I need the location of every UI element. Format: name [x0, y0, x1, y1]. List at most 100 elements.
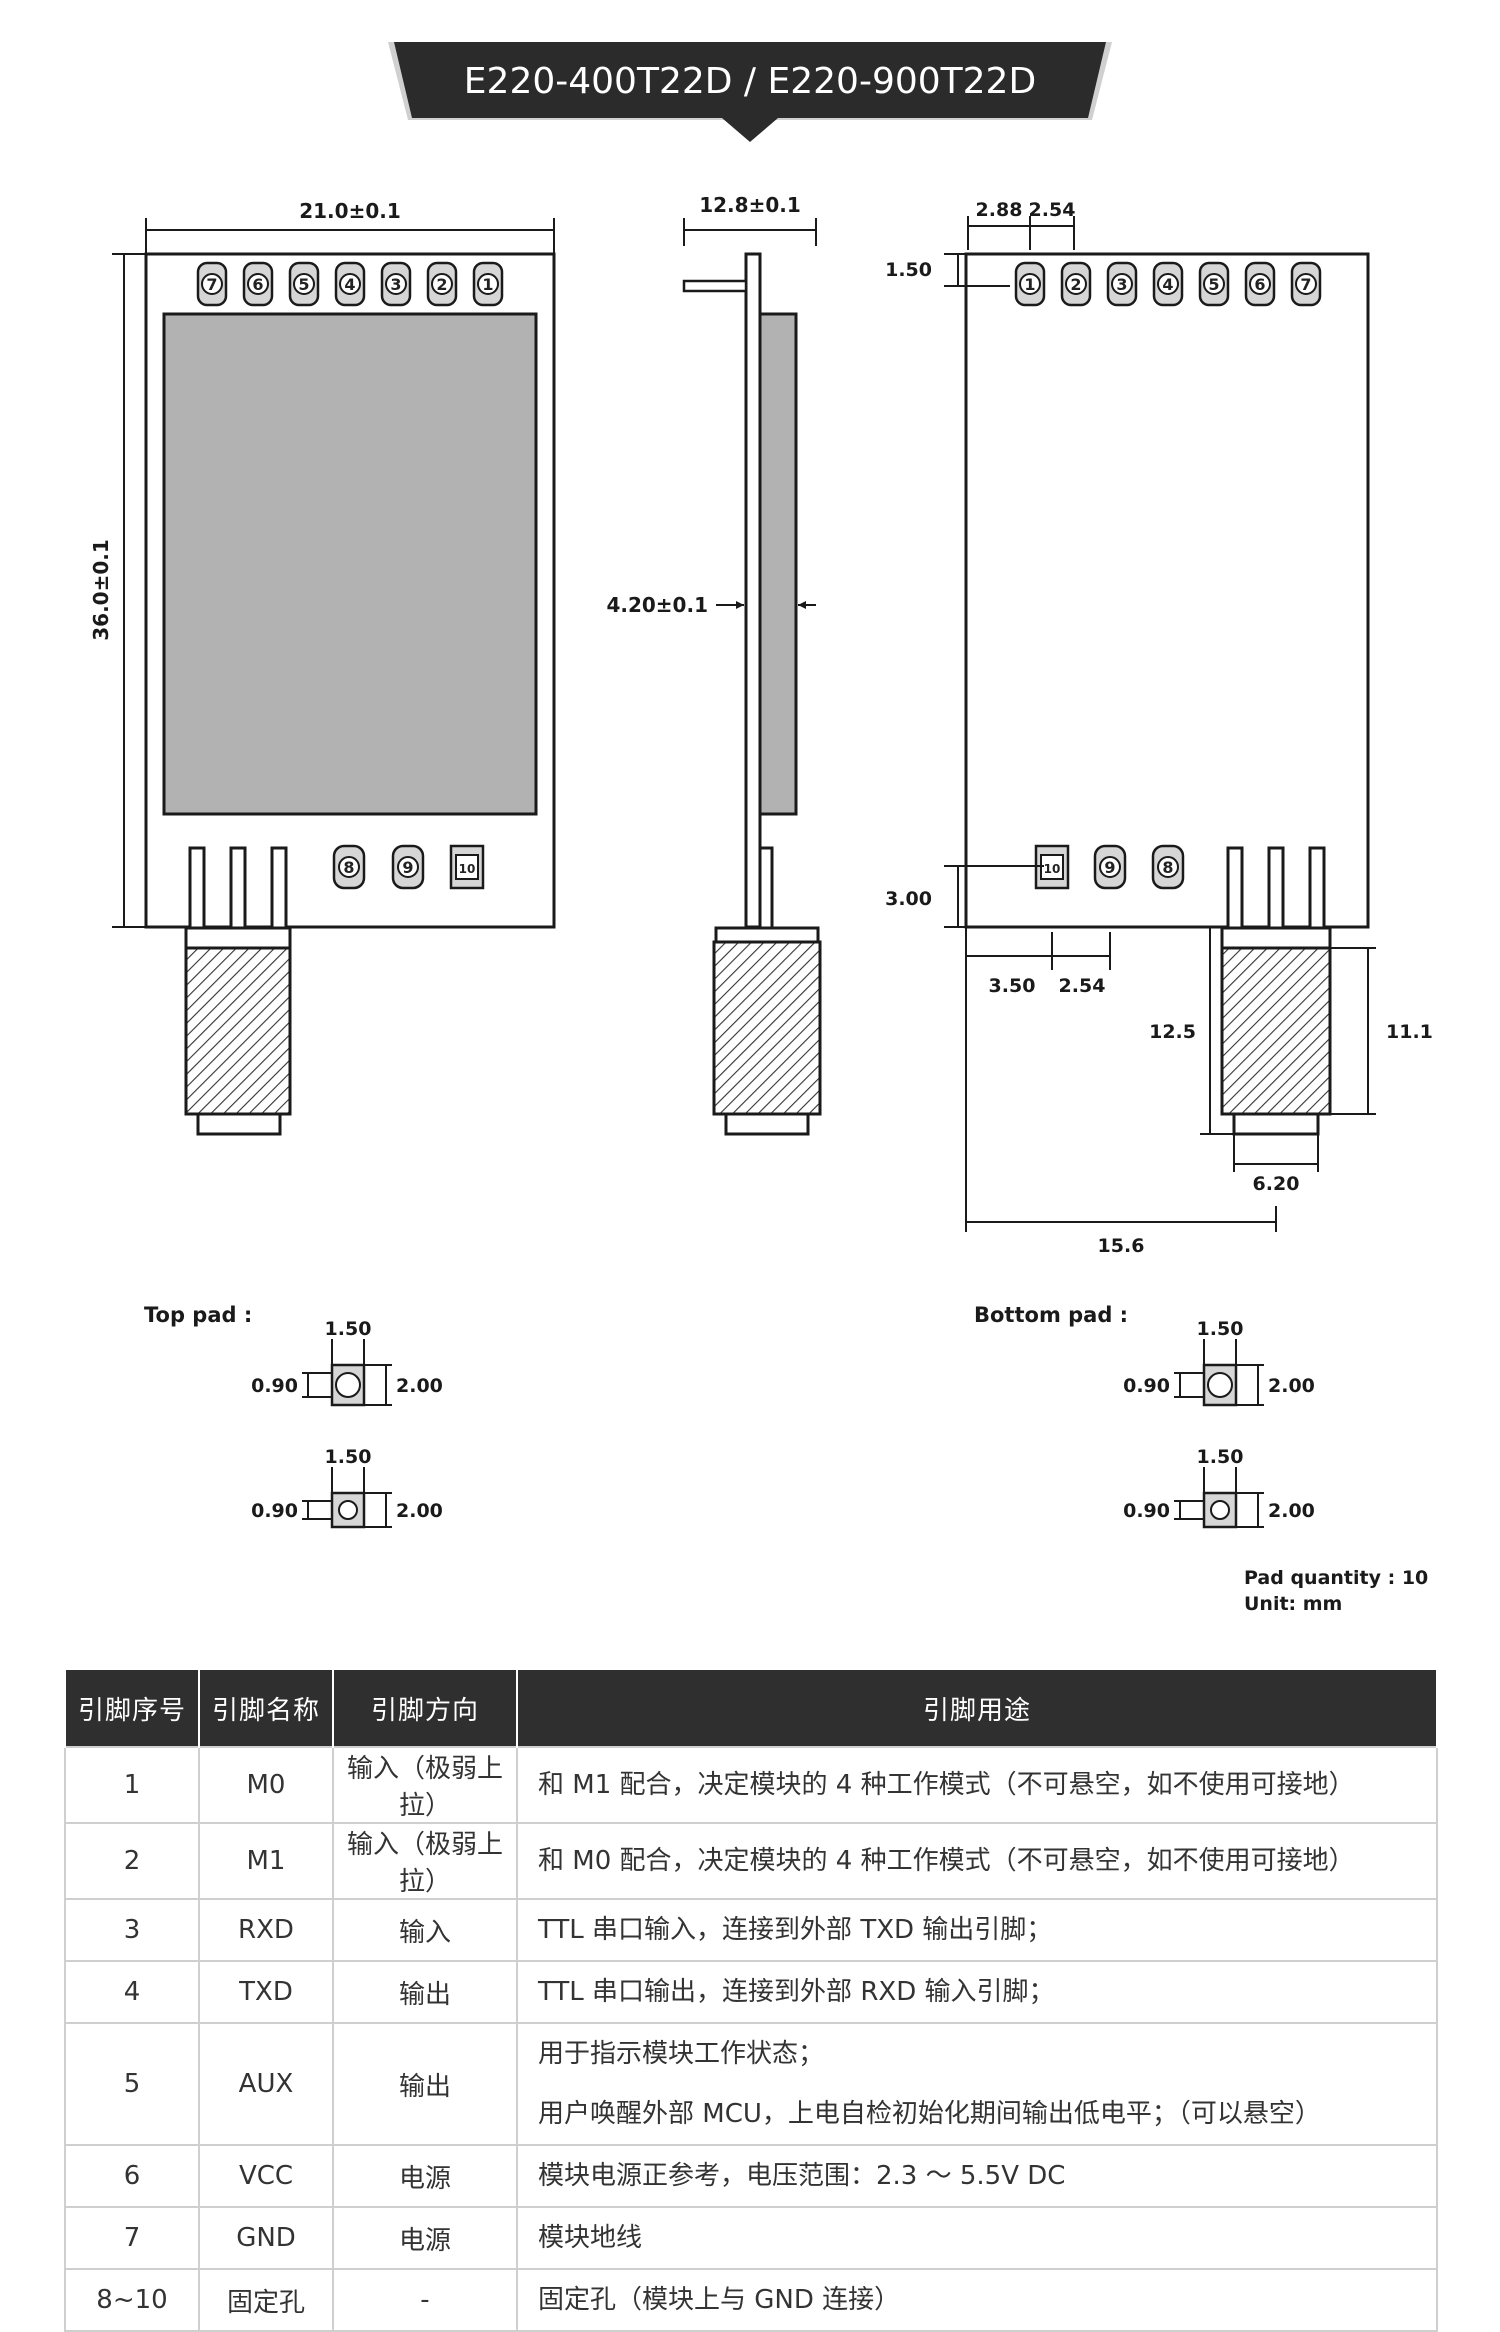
pin-label: 10	[1044, 862, 1061, 876]
pin-name-cell: M0	[198, 1746, 334, 1824]
side-view: 12.8±0.1 4.20±0.1	[606, 193, 822, 1136]
pin-8: 8	[1151, 844, 1185, 890]
pin-usage-cell: 模块地线	[516, 2206, 1438, 2270]
pin-number-cell: 2	[64, 1822, 200, 1900]
top-view-width-dim: 21.0±0.1	[299, 199, 401, 223]
pin-usage-line: 和 M1 配合，决定模块的 4 种工作模式（不可悬空，如不使用可接地）	[538, 1770, 1355, 1800]
bottom-view-board	[964, 252, 1370, 929]
pin-label: 9	[402, 858, 413, 877]
pad-unit: Unit: mm	[1244, 1593, 1342, 1615]
pitch-first-dim: 2.88	[976, 199, 1023, 221]
pad-details: Top pad : Bottom pad : 1.50 0.90 2.00 1.50 0…	[144, 1303, 1428, 1615]
pin-direction-cell: 电源	[332, 2206, 518, 2270]
pin-number-cell: 8~10	[64, 2268, 200, 2332]
pad-height-dim: 2.00	[396, 1500, 443, 1522]
header-pin-direction: 引脚方向	[332, 1668, 518, 1747]
pin-usage-line: 固定孔（模块上与 GND 连接）	[538, 2285, 901, 2315]
pin-direction-cell: 输入	[332, 1898, 518, 1962]
antenna-height-inner-dim: 11.1	[1386, 1021, 1433, 1043]
pin-usage-line: TTL 串口输入，连接到外部 TXD 输出引脚；	[538, 1915, 1053, 1945]
pin-label: 4	[344, 275, 355, 294]
side-view-shield	[758, 312, 798, 816]
pin-label: 6	[252, 275, 263, 294]
pad-gap-dim: 0.90	[251, 1500, 298, 1522]
pin-6: 6	[242, 261, 274, 307]
pin-label: 2	[436, 275, 447, 294]
pin-direction-cell: 输入（极弱上拉）	[332, 1746, 518, 1824]
pin-usage-cell: 用于指示模块工作状态；用户唤醒外部 MCU，上电自检初始化期间输出低电平；（可以…	[516, 2022, 1438, 2146]
pad-height-dim: 2.00	[396, 1375, 443, 1397]
side-view-antenna-connector	[712, 940, 822, 1116]
pin-number-cell: 5	[64, 2022, 200, 2146]
header-pin-number: 引脚序号	[64, 1668, 200, 1747]
pin-2: 2	[1060, 261, 1092, 307]
pad-width-dim: 1.50	[1197, 1446, 1244, 1468]
pin-name-cell: GND	[198, 2206, 334, 2270]
bottom-pad-label: Bottom pad :	[974, 1303, 1128, 1327]
pad-gap-dim: 0.90	[251, 1375, 298, 1397]
bottom-offset-dim: 3.00	[885, 888, 932, 910]
top-offset-dim: 1.50	[885, 259, 932, 281]
page-title: E220-400T22D / E220-900T22D	[464, 61, 1036, 102]
pad-gap-dim: 0.90	[1123, 1375, 1170, 1397]
pin-4: 4	[334, 261, 366, 307]
pin-label: 1	[1024, 275, 1035, 294]
pin-usage-cell: TTL 串口输出，连接到外部 RXD 输入引脚；	[516, 1960, 1438, 2024]
pin-usage-line: 模块地线	[538, 2223, 643, 2253]
header-pin-name: 引脚名称	[198, 1668, 334, 1747]
antenna-offset-dim: 15.6	[1098, 1235, 1145, 1257]
pin-7: 7	[1290, 261, 1322, 307]
pin-2: 2	[426, 261, 458, 307]
pad-width-dim: 1.50	[1197, 1318, 1244, 1340]
pin-1: 1	[1014, 261, 1046, 307]
pin-label: 10	[459, 862, 476, 876]
pin-usage-cell: 和 M1 配合，决定模块的 4 种工作模式（不可悬空，如不使用可接地）	[516, 1746, 1438, 1824]
pin-usage-line: TTL 串口输出，连接到外部 RXD 输入引脚；	[538, 1977, 1055, 2007]
pitch-dim: 2.54	[1029, 199, 1076, 221]
pin-label: 6	[1254, 275, 1265, 294]
bottom-view-antenna-connector	[1220, 946, 1332, 1116]
pin-name-cell: M1	[198, 1822, 334, 1900]
top-pad-label: Top pad :	[144, 1303, 252, 1327]
header-pin-usage: 引脚用途	[516, 1668, 1438, 1747]
pin-label: 1	[482, 275, 493, 294]
pad-gap-dim: 0.90	[1123, 1500, 1170, 1522]
pad-height-dim: 2.00	[1268, 1375, 1315, 1397]
pin-5: 5	[288, 261, 320, 307]
bottom-pitch-dim: 2.54	[1059, 975, 1106, 997]
top-view-bottom-pins: 8 9 10	[332, 844, 485, 890]
left-offset-dim: 3.50	[989, 975, 1036, 997]
antenna-height-outer-dim: 12.5	[1149, 1021, 1196, 1043]
side-view-thickness-dim: 12.8±0.1	[699, 193, 801, 217]
pad-quantity: Pad quantity : 10	[1244, 1567, 1428, 1589]
pin-usage-line: 模块电源正参考，电压范围：2.3 ～ 5.5V DC	[538, 2161, 1066, 2191]
pin-label: 4	[1162, 275, 1173, 294]
pin-usage-cell: 模块电源正参考，电压范围：2.3 ～ 5.5V DC	[516, 2144, 1438, 2208]
pin-name-cell: RXD	[198, 1898, 334, 1962]
pin-label: 8	[343, 858, 354, 877]
side-view-board-dim: 4.20±0.1	[606, 593, 708, 617]
pin-9: 9	[391, 844, 425, 890]
pin-1: 1	[472, 261, 504, 307]
pin-number-cell: 3	[64, 1898, 200, 1962]
pin-name-cell: VCC	[198, 2144, 334, 2208]
pin-number-cell: 6	[64, 2144, 200, 2208]
pin-3: 3	[1106, 261, 1138, 307]
pin-number-cell: 7	[64, 2206, 200, 2270]
pin-label: 5	[298, 275, 309, 294]
pin-label: 7	[206, 275, 217, 294]
